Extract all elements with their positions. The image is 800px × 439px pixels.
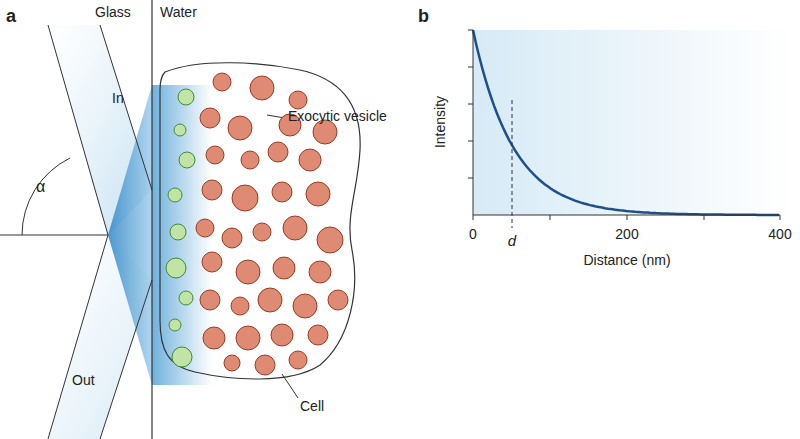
axis-title: Intensity <box>432 96 448 148</box>
distance-label: d <box>508 232 516 249</box>
vesicle <box>306 182 330 206</box>
vesicle <box>232 185 258 211</box>
vesicle <box>258 288 282 312</box>
vesicle <box>202 252 222 272</box>
vesicle <box>236 260 260 284</box>
vesicle <box>283 216 307 240</box>
medium-label: Water <box>160 4 197 20</box>
vesicle <box>200 290 220 310</box>
vesicle <box>273 257 295 279</box>
tick-label: 400 <box>768 226 791 242</box>
callout-label: Cell <box>300 398 324 414</box>
tick-label: 200 <box>615 226 638 242</box>
vesicle <box>203 327 225 349</box>
vesicle <box>179 291 193 305</box>
callout-label: Exocytic vesicle <box>288 108 387 124</box>
tick-label: 0 <box>469 226 477 242</box>
vesicle <box>166 258 186 278</box>
axis-title: Distance (nm) <box>583 252 670 268</box>
vesicle <box>317 227 343 253</box>
vesicle <box>169 319 181 331</box>
vesicle <box>174 124 186 136</box>
vesicle <box>222 228 242 248</box>
vesicle <box>250 76 274 100</box>
vesicle <box>206 146 224 164</box>
vesicle <box>228 116 252 140</box>
vesicle <box>299 149 321 171</box>
plot-ground <box>473 30 793 215</box>
panel-letter: a <box>6 6 16 27</box>
vesicle <box>272 182 292 202</box>
beam-focus <box>108 85 152 385</box>
vesicle <box>268 142 288 162</box>
vesicle <box>172 347 192 367</box>
vesicle <box>253 223 271 241</box>
vesicle <box>196 219 214 237</box>
vesicle <box>200 108 220 128</box>
vesicle <box>289 91 307 109</box>
vesicle <box>224 355 240 371</box>
beam-label: In <box>112 90 124 106</box>
vesicle <box>179 152 195 168</box>
vesicle <box>236 326 260 350</box>
vesicle <box>328 290 348 310</box>
vesicle <box>289 351 307 369</box>
panel-letter: b <box>418 6 429 27</box>
vesicle <box>213 73 231 91</box>
vesicle <box>255 355 275 375</box>
decay-curve <box>473 30 779 215</box>
vesicle <box>241 151 259 169</box>
vesicle <box>308 325 328 345</box>
vesicle <box>178 89 194 105</box>
vesicle <box>309 261 331 283</box>
vesicle <box>170 224 186 240</box>
vesicle <box>231 297 249 315</box>
vesicle <box>271 324 293 346</box>
angle-label: α <box>36 178 45 196</box>
beam-label: Out <box>72 372 95 388</box>
vesicle <box>168 188 182 202</box>
vesicle <box>202 180 222 200</box>
medium-label: Glass <box>95 4 131 20</box>
vesicle <box>293 294 317 318</box>
